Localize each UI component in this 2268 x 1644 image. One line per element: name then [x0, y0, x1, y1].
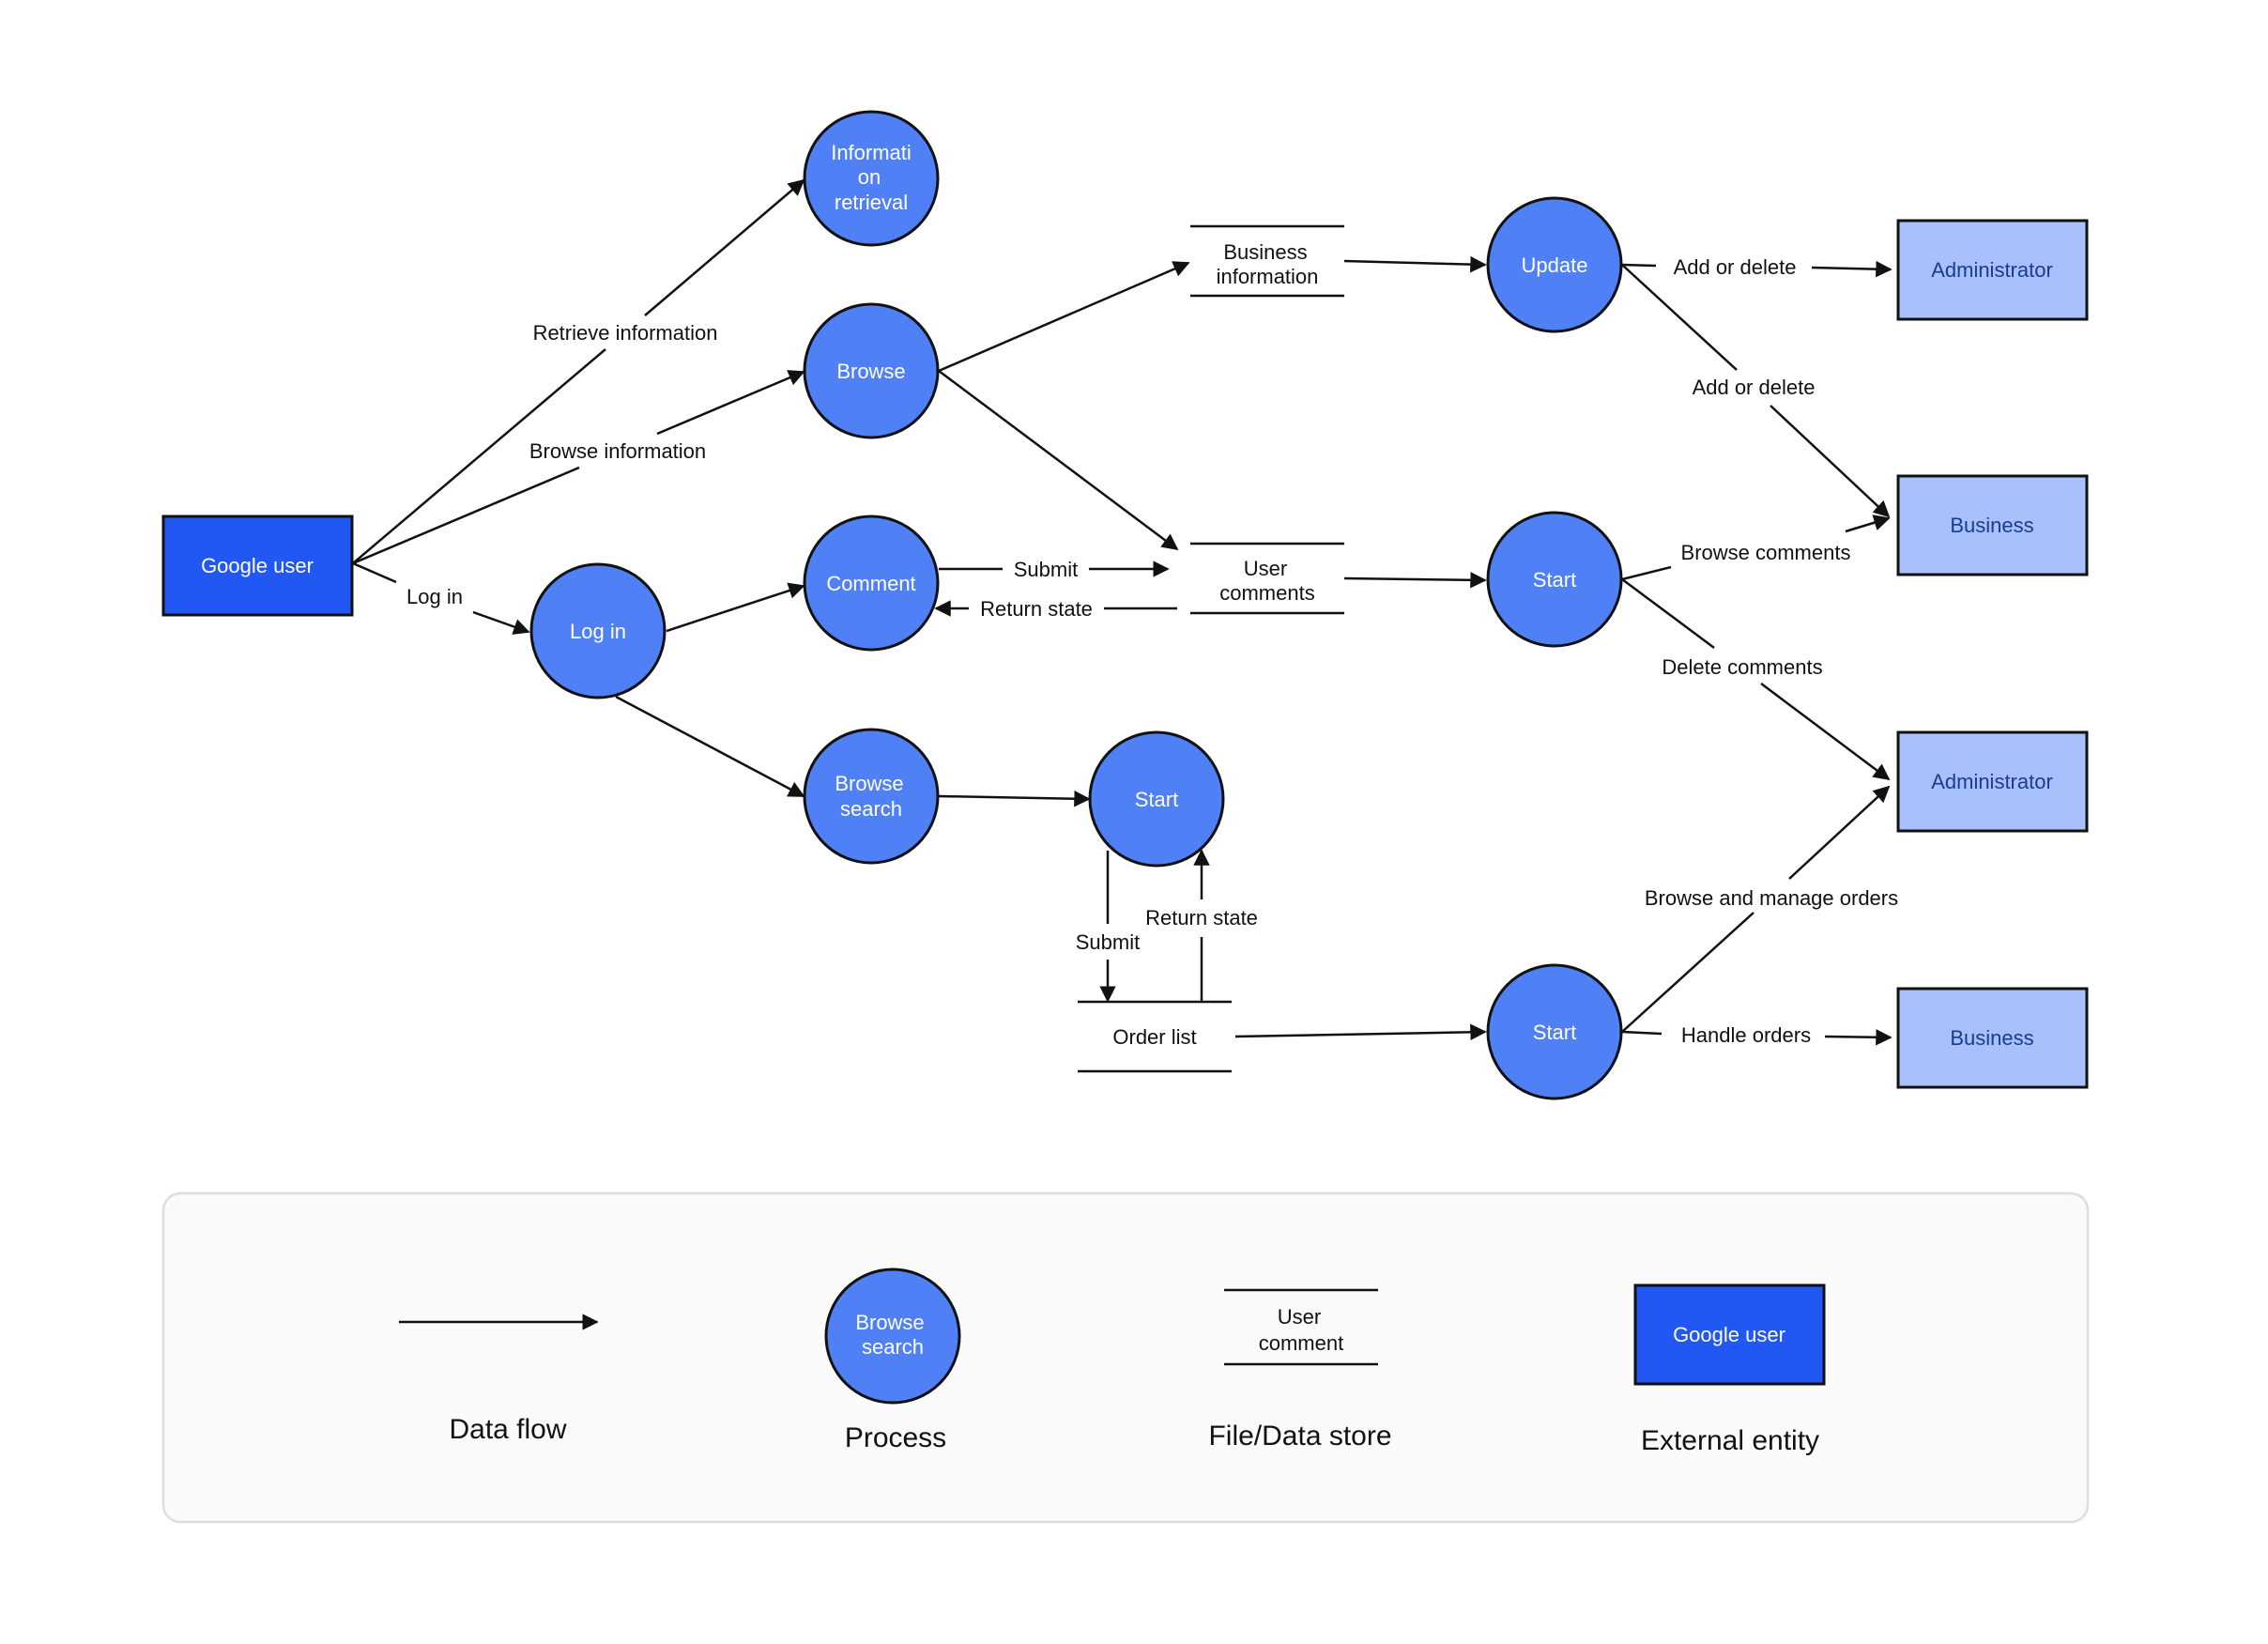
flow-label-browse-information: Browse information: [529, 439, 706, 463]
flow-line-browse-a: [352, 466, 580, 565]
flow-line-retrieve-b: [644, 178, 805, 316]
flow-line-search-start: [938, 790, 1091, 807]
entity-google-user[interactable]: Google user: [161, 515, 354, 617]
process-browse[interactable]: Browse: [803, 302, 940, 439]
flow-line-login-search: [615, 695, 805, 798]
entity-administrator-1[interactable]: Administrator: [1896, 219, 2089, 321]
legend-process: Browse search Process: [824, 1268, 961, 1453]
flow-line-update-admin-b: [1811, 260, 1893, 278]
store-order-list[interactable]: Order list: [1078, 1000, 1232, 1073]
legend-process-sample-line-1: Browse: [855, 1311, 924, 1334]
legend-entity: Google user External entity: [1633, 1283, 1826, 1456]
legend: Data flow Browse search Process User com…: [161, 1191, 2090, 1524]
process-browse-search-line-1: Browse: [835, 772, 903, 795]
entity-business-1[interactable]: Business: [1896, 474, 2089, 576]
process-comment[interactable]: Comment: [803, 515, 940, 652]
process-information-retrieval-line-1: Informati: [831, 141, 912, 164]
flow-label-browse-comments: Browse comments: [1681, 541, 1851, 564]
flow-line-browse-b: [656, 370, 805, 436]
legend-entity-caption: External entity: [1641, 1425, 1819, 1456]
legend-entity-sample: [1633, 1283, 1826, 1386]
entity-administrator-2[interactable]: Administrator: [1896, 730, 2089, 833]
flow-line-manage-orders-a: [1621, 912, 1755, 1033]
flow-line-manage-orders-b: [1788, 785, 1891, 880]
store-order-list-label: Order list: [1112, 1025, 1196, 1049]
legend-data-flow-caption: Data flow: [449, 1414, 566, 1445]
store-user-comments-line-2: comments: [1219, 581, 1314, 605]
process-start-orders[interactable]: Start: [1486, 963, 1623, 1100]
store-business-information[interactable]: Business information: [1190, 224, 1344, 298]
process-browse-search[interactable]: Browse search: [803, 728, 940, 865]
process-browse-search-line-2: search: [840, 797, 902, 821]
flow-label-delete-comments: Delete comments: [1662, 655, 1822, 679]
process-log-in[interactable]: Log in: [529, 562, 667, 699]
process-start-comments[interactable]: Start: [1486, 511, 1623, 648]
process-start-comments-label: Start: [1533, 568, 1576, 592]
legend-process-sample: [824, 1268, 961, 1405]
store-user-comments[interactable]: User comments: [1190, 542, 1344, 615]
flow-line-login-b: [472, 610, 530, 635]
legend-store: User comment File/Data store: [1208, 1288, 1392, 1452]
flow-label-retrieve-information: Retrieve information: [533, 321, 718, 345]
legend-process-caption: Process: [845, 1422, 946, 1453]
flow-line-browse-comments-b: [1845, 515, 1891, 533]
flow-line-update-biz-a: [1621, 264, 1738, 371]
legend-process-sample-line-2: search: [862, 1335, 924, 1359]
flow-label-return-state: Return state: [980, 597, 1093, 621]
process-comment-label: Comment: [826, 572, 915, 595]
process-start-order[interactable]: Start: [1088, 730, 1225, 868]
flow-line-browse-comments: [938, 369, 1179, 551]
flow-line-update-admin-a: [1621, 263, 1657, 268]
process-browse-label: Browse: [836, 360, 905, 383]
store-business-information-line-1: Business: [1223, 240, 1307, 264]
entity-administrator-1-label: Administrator: [1931, 258, 2053, 282]
flow-line-bizinfo-update: [1343, 255, 1487, 273]
legend-store-caption: File/Data store: [1208, 1421, 1391, 1452]
flow-line-login-a: [352, 561, 397, 584]
flow-label-browse-manage-orders: Browse and manage orders: [1645, 886, 1898, 910]
flow-label-order-submit: Submit: [1076, 930, 1140, 954]
legend-store-sample-line-2: comment: [1259, 1331, 1343, 1355]
entity-business-2-label: Business: [1950, 1026, 2033, 1050]
legend-panel: [161, 1191, 2090, 1524]
entity-administrator-2-label: Administrator: [1931, 770, 2053, 793]
flow-label-handle-orders: Handle orders: [1681, 1023, 1811, 1047]
flow-label-add-or-delete-1: Add or delete: [1674, 255, 1797, 279]
flow-label-submit: Submit: [1014, 558, 1078, 581]
entity-google-user-label: Google user: [201, 554, 314, 577]
flow-line-browse-bizinfo: [938, 261, 1190, 373]
process-update-label: Update: [1522, 254, 1588, 277]
process-update[interactable]: Update: [1486, 196, 1623, 333]
store-user-comments-line-1: User: [1244, 557, 1287, 580]
flow-line-delete-comments-a: [1621, 577, 1715, 650]
store-business-information-line-2: information: [1217, 265, 1319, 288]
flow-line-handle-orders-a: [1621, 1030, 1663, 1036]
process-information-retrieval-line-3: retrieval: [835, 191, 908, 214]
flow-label-add-or-delete-2: Add or delete: [1693, 376, 1816, 399]
flow-line-delete-comments-b: [1760, 683, 1891, 781]
process-information-retrieval[interactable]: Informati on retrieval: [803, 110, 940, 247]
process-log-in-label: Log in: [570, 620, 626, 643]
flow-line-browse-comments-a: [1621, 565, 1672, 581]
flow-label-order-return-state: Return state: [1145, 906, 1258, 930]
entity-business-1-label: Business: [1950, 514, 2033, 537]
process-start-orders-label: Start: [1533, 1021, 1576, 1044]
process-start-order-label: Start: [1135, 788, 1178, 811]
flow-label-log-in: Log in: [406, 585, 463, 608]
flow-line-orderlist-start: [1234, 1023, 1487, 1041]
flow-line-retrieve-a: [352, 348, 606, 564]
process-information-retrieval-line-2: on: [858, 165, 881, 189]
legend-entity-sample-label: Google user: [1673, 1323, 1785, 1346]
legend-data-flow: Data flow: [399, 1314, 599, 1445]
entity-business-2[interactable]: Business: [1896, 987, 2089, 1089]
flow-line-update-biz-b: [1770, 405, 1891, 518]
flow-line-comments-start: [1343, 572, 1487, 589]
flow-line-login-comment: [666, 582, 805, 633]
legend-store-sample-line-1: User: [1278, 1305, 1321, 1329]
